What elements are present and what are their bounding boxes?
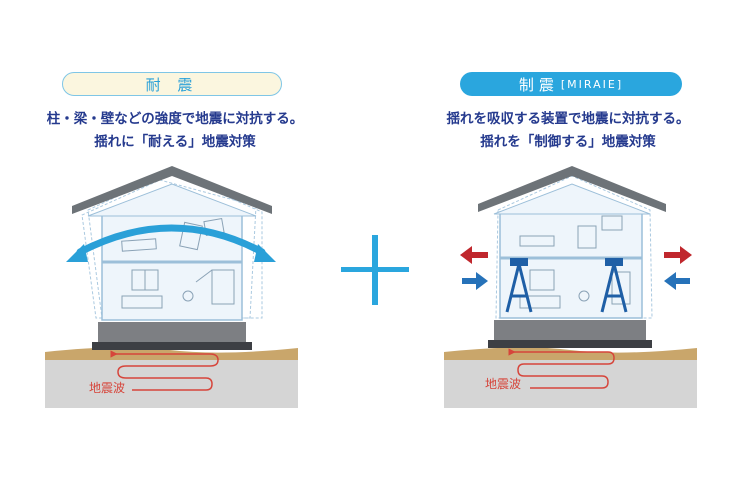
title-seishin-sub: [MIRAIE] <box>560 77 624 91</box>
force-arrow-icon <box>460 246 692 290</box>
desc-seishin-line2: 揺れを「制御する」地震対策 <box>480 134 656 150</box>
ground-earth <box>444 360 697 408</box>
description-seishin: 揺れを吸収する装置で地震に対抗する。 揺れを「制御する」地震対策 <box>400 108 736 154</box>
title-taishin: 耐 震 <box>145 75 199 94</box>
damper-icon <box>505 258 628 313</box>
ground-soil <box>444 347 697 362</box>
plus-icon <box>341 235 409 305</box>
seismic-wave-icon <box>508 348 615 389</box>
house-taishin <box>45 166 298 408</box>
ground-earth <box>45 360 298 408</box>
title-seishin: 制震 <box>518 75 559 94</box>
house-seishin <box>444 166 697 408</box>
seismic-wave-icon <box>110 350 219 391</box>
shake-arrow-icon <box>76 224 266 256</box>
desc-seishin-line1: 揺れを吸収する装置で地震に対抗する。 <box>446 111 690 127</box>
foundation <box>98 322 246 344</box>
house-roof <box>478 166 666 212</box>
wave-label-taishin: 地震波 <box>89 381 126 395</box>
desc-taishin-line2: 揺れに「耐える」地震対策 <box>94 134 256 150</box>
description-taishin: 柱・梁・壁などの強度で地震に対抗する。 揺れに「耐える」地震対策 <box>6 108 344 154</box>
desc-taishin-line1: 柱・梁・壁などの強度で地震に対抗する。 <box>46 111 304 127</box>
wave-label-seishin: 地震波 <box>485 377 522 391</box>
foundation <box>494 320 646 342</box>
house-roof <box>72 166 272 214</box>
title-badge-taishin: 耐 震 <box>62 72 282 96</box>
title-badge-seishin: 制震 [MIRAIE] <box>460 72 682 96</box>
